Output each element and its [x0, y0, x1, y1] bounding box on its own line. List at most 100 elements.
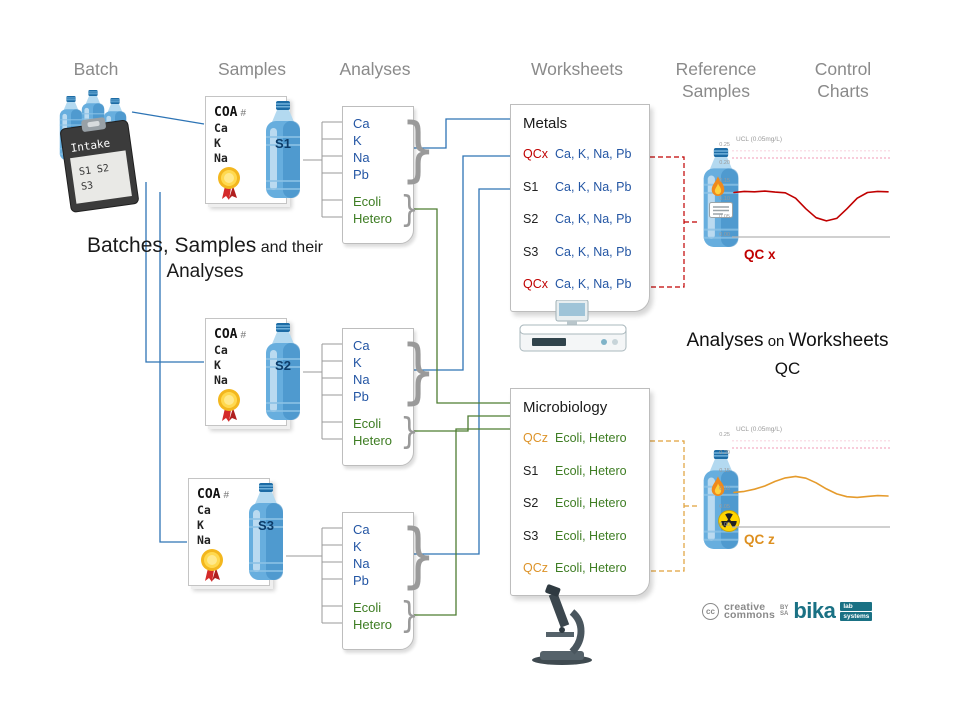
coa-analyte: K: [197, 518, 204, 532]
worksheet-row-analyses: Ca, K, Na, Pb: [555, 147, 632, 162]
worksheet-row: QCz Ecoli, Hetero: [523, 552, 637, 585]
worksheet-row-id: S3: [523, 244, 539, 259]
analysis-item: K: [353, 355, 362, 370]
analysis-item: Hetero: [353, 433, 393, 448]
worksheet-row-id: QCz: [523, 561, 548, 576]
sample-bottle-s1: S1: [261, 100, 305, 202]
analysis-item: Hetero: [353, 617, 393, 632]
analyses-note-s2: Ca K Na Pb Ecoli Hetero: [342, 328, 414, 466]
analysis-item: Ecoli: [353, 600, 382, 615]
worksheet-row: QCz Ecoli, Hetero: [523, 422, 637, 455]
coa-analyte: Ca: [197, 503, 211, 517]
worksheet-row: S1 Ca, K, Na, Pb: [523, 171, 637, 204]
coa-analyte: Na: [214, 373, 228, 387]
sample-id-label: S3: [258, 518, 274, 533]
analysis-item: Ca: [353, 116, 370, 131]
header-analyses: Analyses: [339, 59, 411, 79]
award-rosette-icon: [218, 389, 240, 422]
caption-qc: QC: [774, 359, 801, 378]
caption-big-text: Worksheets: [788, 330, 889, 351]
worksheet-row: S3 Ecoli, Hetero: [523, 520, 637, 553]
bika-logo: bika: [793, 598, 836, 623]
caption-small-text: on: [763, 333, 789, 350]
micro-group-brace: }: [400, 595, 419, 636]
coa-analyte: Ca: [214, 343, 228, 357]
micro-group-brace: }: [400, 189, 419, 230]
clipboard-samples-line1: S1 S2: [78, 163, 109, 178]
worksheet-row-analyses: Ecoli, Hetero: [555, 463, 627, 478]
worksheet-row: QCx Ca, K, Na, Pb: [523, 138, 637, 171]
cc-by-sa-badge: BY SA: [780, 605, 788, 618]
worksheet-row-analyses: Ca, K, Na, Pb: [555, 277, 632, 292]
water-bottle-icon: [247, 482, 285, 582]
water-bottle-icon: [264, 100, 302, 200]
sample-bottle-s2: S2: [261, 322, 305, 424]
metals-group-brace: }: [400, 514, 437, 596]
analysis-item: Ecoli: [353, 194, 382, 209]
coa-analyte: Ca: [214, 121, 228, 135]
chart-title: UCL (0.05mg/L): [736, 426, 782, 433]
worksheet-row-id: S3: [523, 528, 539, 543]
coa-number-sign: #: [223, 490, 230, 501]
sample-bottle-s3: S3: [244, 482, 288, 584]
worksheet-row-analyses: Ca, K, Na, Pb: [555, 244, 632, 259]
analysis-item: Ecoli: [353, 416, 382, 431]
bika-systems: systems: [840, 611, 873, 621]
clipboard-samples-line2: S3: [80, 180, 93, 193]
worksheet-row: S3 Ca, K, Na, Pb: [523, 236, 637, 269]
award-rosette-icon: [201, 549, 223, 582]
coa-analyte: Na: [214, 151, 228, 165]
cc-by: BY: [780, 604, 789, 611]
cc-sa: SA: [780, 611, 789, 617]
coa-analyte: Na: [197, 533, 211, 547]
micro-worksheet-links: [410, 208, 510, 616]
coa-title: COA: [197, 487, 221, 502]
qcz-reference-links: [650, 440, 700, 572]
coa-title: COA: [214, 327, 238, 342]
worksheet-row: S2 Ca, K, Na, Pb: [523, 203, 637, 236]
worksheet-row-id: QCx: [523, 277, 548, 292]
worksheet-title: Metals: [523, 115, 568, 132]
header-batch: Batch: [73, 59, 119, 79]
analysis-item: Pb: [353, 167, 369, 182]
metals-group-brace: }: [400, 330, 437, 412]
sample-card-s2: COA# Ca K Na S2: [205, 316, 305, 432]
coa-analyte: K: [214, 358, 221, 372]
sample-card-s3: COA# Ca K Na S3: [188, 476, 288, 592]
award-rosette-icon: [218, 167, 240, 200]
worksheet-metals: Metals QCx Ca, K, Na, Pb S1 Ca, K, Na, P…: [510, 104, 650, 312]
worksheet-row: S1 Ecoli, Hetero: [523, 455, 637, 488]
metals-group-brace: }: [400, 108, 437, 190]
caption-big-text: Batches, Samples: [87, 234, 257, 257]
worksheet-row: S2 Ecoli, Hetero: [523, 487, 637, 520]
analysis-item: Na: [353, 372, 370, 387]
caption-line2: Analyses: [166, 261, 244, 282]
worksheet-row-analyses: Ca, K, Na, Pb: [555, 179, 632, 194]
header-worksheets: Worksheets: [530, 59, 624, 79]
analysis-item: Pb: [353, 389, 369, 404]
sample-id-label: S2: [275, 358, 291, 373]
qcz-label: QC z: [744, 532, 775, 547]
spectrometer-instrument-icon: [519, 300, 627, 352]
sample-to-analysis-lines: [286, 121, 342, 624]
sample-card-s1: COA# Ca K Na S1: [205, 94, 305, 210]
analysis-item: Na: [353, 556, 370, 571]
bika-lab: lab: [840, 601, 873, 611]
worksheet-row: QCx Ca, K, Na, Pb: [523, 268, 637, 301]
clipboard-title: Intake: [70, 137, 111, 155]
worksheet-row-id: QCz: [523, 431, 548, 446]
coa-analyte: K: [214, 136, 221, 150]
bika-lab-systems-tag: lab systems: [840, 601, 873, 621]
chart-title: UCL (0.05mg/L): [736, 136, 782, 143]
analyses-note-s3: Ca K Na Pb Ecoli Hetero: [342, 512, 414, 650]
caption-small-text: and their: [256, 239, 323, 256]
caption-analyses-worksheets: Analyses on Worksheets QC: [655, 330, 920, 379]
intake-clipboard: Intake S1 S2 S3: [60, 117, 139, 213]
qcx-label: QC x: [744, 247, 776, 262]
worksheet-row-id: S1: [523, 463, 539, 478]
qcx-reference-links: [650, 156, 698, 288]
